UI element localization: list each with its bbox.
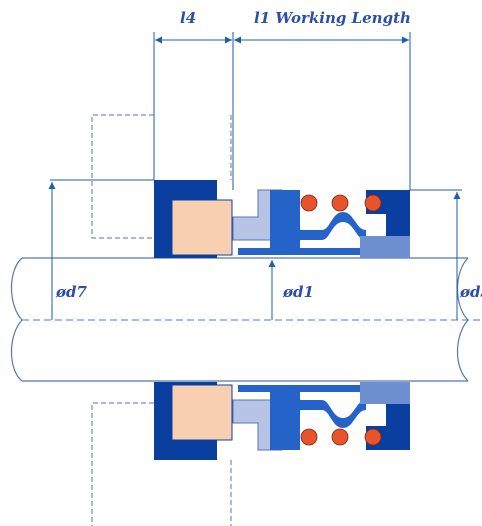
label-d7: ød7 <box>55 283 87 301</box>
spring-coil-upper-2 <box>331 194 349 212</box>
label-d3: ød3 <box>459 283 482 301</box>
stationary-seat-upper <box>171 199 233 256</box>
drive-ring-lower <box>360 382 410 404</box>
dimension-lines-diameter <box>48 179 462 320</box>
shaft-sleeve-upper <box>238 248 360 255</box>
bellows-lower <box>322 400 366 428</box>
dimension-lines-top <box>153 32 411 190</box>
label-l4: l4 <box>180 9 196 27</box>
shaft-sleeve-lower <box>238 385 360 392</box>
spring-coil-lower-2 <box>331 428 349 446</box>
seal-upper-half <box>154 180 410 258</box>
housing-upper <box>91 114 154 239</box>
spring-coil-lower-3 <box>364 428 382 446</box>
stationary-seat-lower <box>171 384 233 441</box>
shaft-break-left <box>11 257 23 382</box>
shaft <box>11 257 482 382</box>
bellows-upper <box>322 212 366 240</box>
spring-coil-upper-1 <box>300 194 318 212</box>
rotary-face-upper <box>270 190 322 248</box>
spring-coil-upper-3 <box>364 194 382 212</box>
rotary-face-lower <box>270 392 322 450</box>
drive-ring-upper <box>360 236 410 258</box>
seal-lower-half <box>154 382 410 460</box>
housing-lower <box>91 402 154 526</box>
label-d1: ød1 <box>282 283 314 301</box>
housing-outline <box>91 114 232 526</box>
spring-coil-lower-1 <box>300 428 318 446</box>
label-l1-working-length: l1 Working Length <box>254 9 411 27</box>
